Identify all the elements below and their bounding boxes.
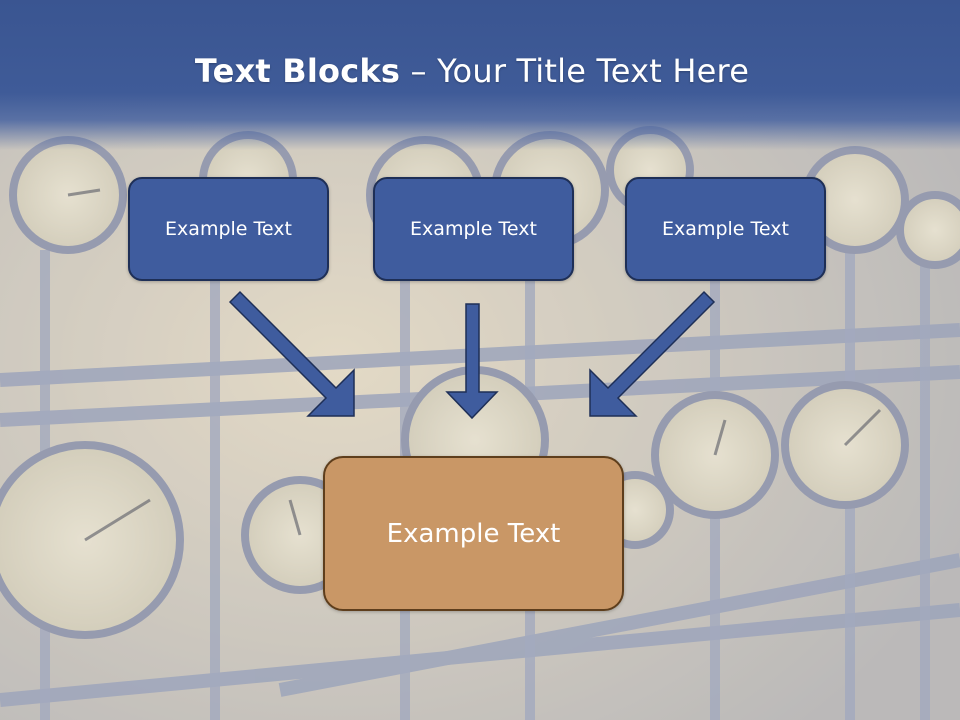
- slide-title-rest: Your Title Text Here: [437, 52, 750, 90]
- text-block-2[interactable]: Example Text: [373, 177, 574, 281]
- text-block-1[interactable]: Example Text: [128, 177, 329, 281]
- result-text-block[interactable]: Example Text: [323, 456, 624, 611]
- slide-title: Text Blocks – Your Title Text Here: [0, 52, 944, 90]
- text-block-3[interactable]: Example Text: [625, 177, 826, 281]
- title-bar: [0, 0, 960, 150]
- slide-title-separator: –: [400, 52, 438, 90]
- slide-title-bold: Text Blocks: [194, 52, 401, 90]
